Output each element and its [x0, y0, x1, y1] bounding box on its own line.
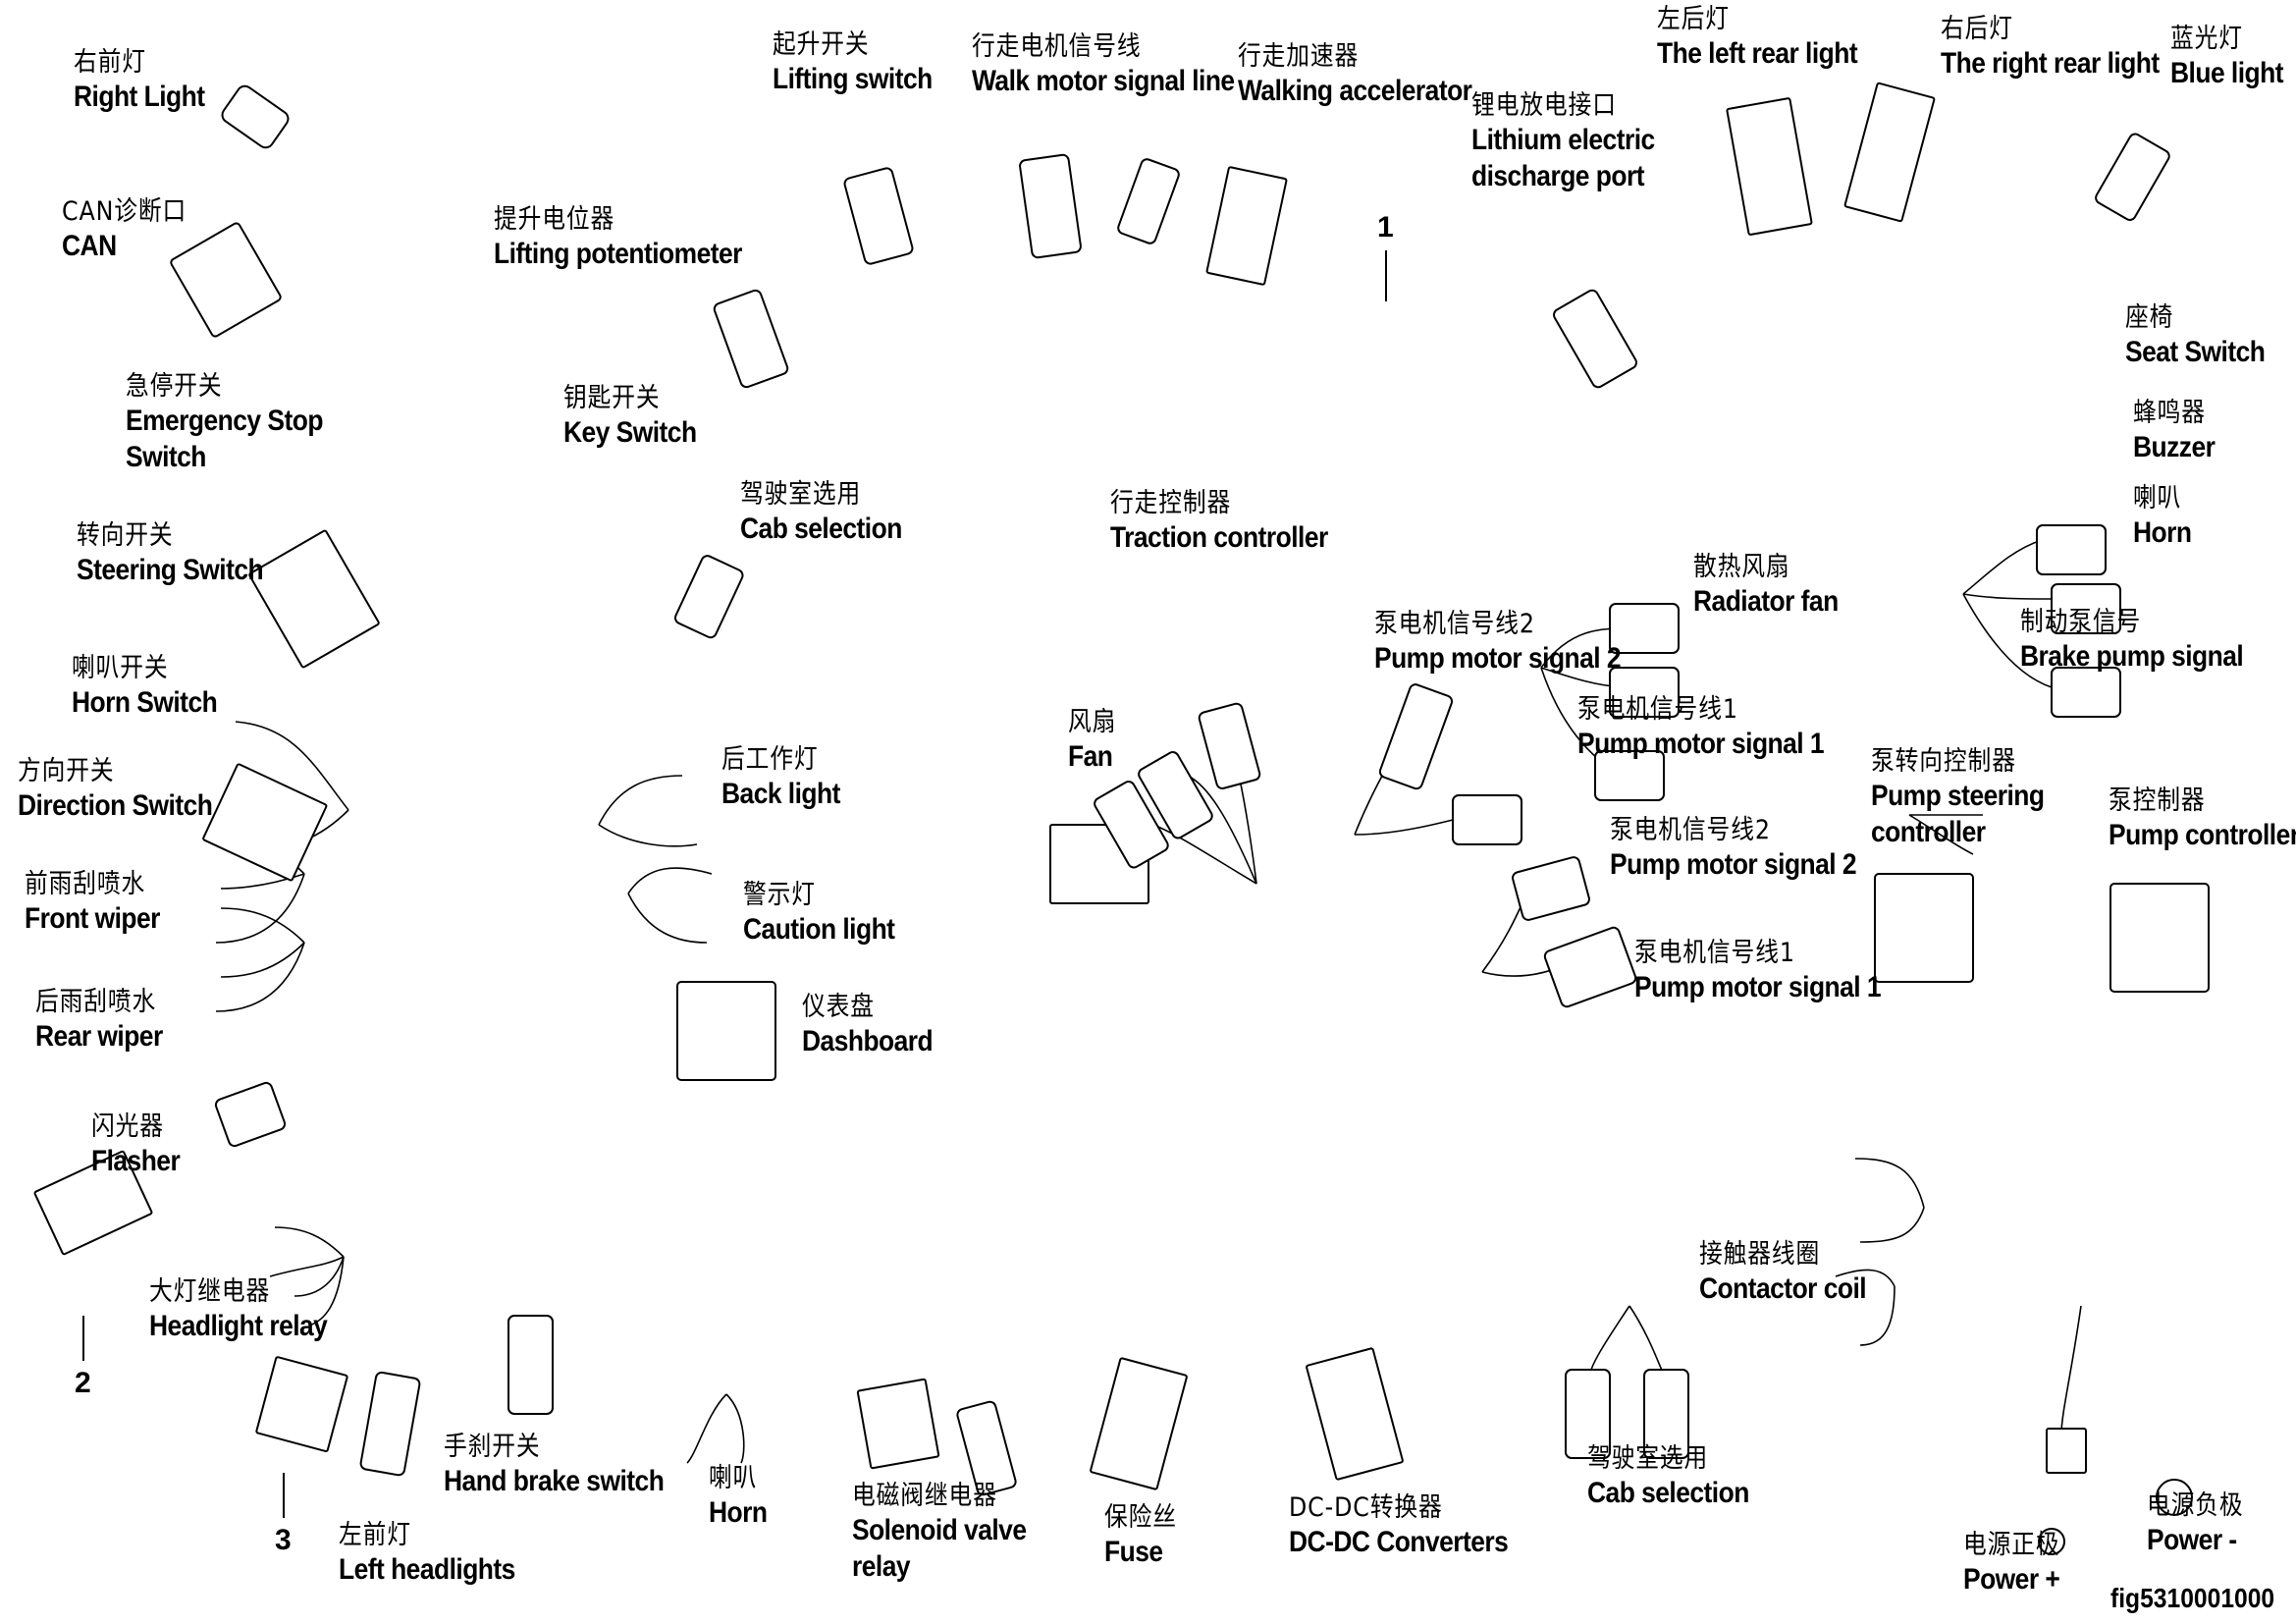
label-hand-brake-switch: 手刹开关 Hand brake switch [444, 1432, 665, 1497]
walk-motor-signal-connector-a [1019, 153, 1082, 259]
label-buzzer: 蜂鸣器 Buzzer [2133, 398, 2216, 463]
label-pump-controller: 泵控制器 Pump controller [2109, 785, 2296, 851]
radiator-fan-connector-a [1609, 603, 1680, 654]
label-pump-motor-signal-2-top: 泵电机信号线2 Pump motor signal 2 [1374, 609, 1622, 675]
label-flasher: 闪光器 Flasher [91, 1111, 181, 1177]
can-connector [170, 222, 282, 338]
label-rear-wiper: 后雨刮喷水 Rear wiper [35, 987, 163, 1053]
pump-motor-signal-2-bottom-connector [1512, 856, 1590, 921]
cab-selection-bottom-connector-b [1643, 1369, 1689, 1459]
label-pump-motor-signal-2-bottom: 泵电机信号线2 Pump motor signal 2 [1610, 815, 1857, 881]
left-rear-light-connector [1726, 97, 1813, 236]
lifting-potentiometer-connector [713, 289, 789, 389]
label-lithium-discharge-port: 锂电放电接口 Lithium electric discharge port [1471, 90, 1655, 192]
headlight-relay-unit [255, 1356, 348, 1453]
power-negative-ring-terminal [2156, 1479, 2193, 1516]
callout-number-3: 3 [275, 1524, 292, 1556]
label-pump-motor-signal-1-bottom: 泵电机信号线1 Pump motor signal 1 [1634, 938, 1882, 1003]
label-traction-controller: 行走控制器 Traction controller [1110, 488, 1328, 554]
label-right-rear-light: 右后灯 The right rear light [1941, 14, 2160, 80]
right-light-connector [221, 84, 290, 149]
buzzer-connector [2051, 583, 2121, 634]
label-caution-light: 警示灯 Caution light [743, 880, 895, 946]
lifting-switch-connector [843, 167, 914, 265]
pump-motor-signal-1-bottom-connector [1543, 926, 1637, 1008]
radiator-fan-connector-b [1609, 667, 1680, 718]
label-key-switch: 钥匙开关 Key Switch [563, 383, 697, 449]
label-solenoid-valve-relay: 电磁阀继电器 Solenoid valve relay [852, 1481, 1027, 1583]
pump-motor-signal-2-top-connector [1378, 683, 1454, 790]
connectors [33, 81, 2210, 1555]
dc-dc-converters-connector [1306, 1347, 1404, 1481]
callout-number-2: 2 [75, 1367, 91, 1399]
label-blue-light: 蓝光灯 Blue light [2170, 24, 2284, 89]
radiator-fan-connector-c [1594, 750, 1665, 801]
label-steering-switch: 转向开关 Steering Switch [77, 520, 264, 586]
direction-switch-connector [202, 763, 328, 882]
callout-leader-2 [82, 1316, 84, 1361]
power-positive-ring-terminal [2038, 1528, 2065, 1555]
label-contactor-coil: 接触器线圈 Contactor coil [1699, 1239, 1867, 1305]
label-fan: 风扇 Fan [1068, 707, 1117, 773]
flasher-unit [33, 1150, 153, 1256]
cab-selection-bottom-connector-a [1565, 1369, 1611, 1459]
label-emergency-stop-switch: 急停开关 Emergency Stop Switch [126, 371, 323, 473]
label-back-light: 后工作灯 Back light [721, 744, 840, 810]
label-fuse: 保险丝 Fuse [1104, 1502, 1177, 1568]
label-pump-steering-controller: 泵转向控制器 Pump steering controller [1871, 746, 2045, 848]
label-power-negative: 电源负极 Power - [2147, 1490, 2244, 1556]
label-direction-switch: 方向开关 Direction Switch [18, 756, 213, 822]
label-can: CAN诊断口 CAN [62, 196, 187, 262]
seat-switch-connector [2036, 524, 2107, 575]
pump-steering-controller-connector [1874, 873, 1974, 983]
label-power-positive: 电源正极 Power + [1963, 1530, 2060, 1596]
label-cab-selection-top: 驾驶室选用 Cab selection [740, 479, 902, 545]
callout-leader-3 [283, 1473, 285, 1518]
pump-controller-connector [2109, 883, 2210, 993]
label-brake-pump-signal: 制动泵信号 Brake pump signal [2020, 607, 2244, 673]
label-lifting-switch: 起升开关 Lifting switch [773, 29, 933, 95]
left-headlights-connector [359, 1371, 421, 1477]
label-front-wiper: 前雨刮喷水 Front wiper [25, 869, 160, 935]
label-walking-accelerator: 行走加速器 Walking accelerator [1238, 41, 1472, 107]
steering-switch-connector [248, 529, 380, 669]
power-positive-connector [2046, 1428, 2087, 1474]
fuse-connector [1090, 1357, 1188, 1490]
right-rear-light-connector [1843, 81, 1936, 223]
label-lifting-potentiometer: 提升电位器 Lifting potentiometer [494, 204, 742, 270]
solenoid-valve-relay-unit [856, 1378, 940, 1470]
label-horn-right: 喇叭 Horn [2133, 483, 2192, 549]
solenoid-valve-relay-connector [956, 1400, 1017, 1496]
label-cab-selection-bottom: 驾驶室选用 Cab selection [1587, 1443, 1749, 1509]
label-headlight-relay: 大灯继电器 Headlight relay [149, 1276, 328, 1342]
lithium-discharge-port-connector [1553, 289, 1637, 389]
label-horn-switch: 喇叭开关 Horn Switch [72, 653, 218, 719]
label-dc-dc-converters: DC-DC转换器 DC-DC Converters [1289, 1492, 1509, 1558]
cab-selection-top-connector [673, 555, 744, 639]
callout-number-1: 1 [1377, 211, 1394, 244]
figure-id: fig5310001000 [2110, 1583, 2275, 1613]
horn-right-connector [2051, 667, 2121, 718]
walking-accelerator-connector [1205, 166, 1288, 286]
label-seat-switch: 座椅 Seat Switch [2125, 302, 2266, 368]
blue-light-connector [2095, 133, 2170, 221]
flasher-connector [214, 1081, 287, 1148]
label-pump-motor-signal-1-top: 泵电机信号线1 Pump motor signal 1 [1577, 694, 1825, 760]
pump-motor-signal-1-top-connector [1452, 794, 1522, 845]
dashboard-connector [676, 981, 776, 1081]
label-right-light: 右前灯 Right Light [74, 47, 205, 113]
label-left-rear-light: 左后灯 The left rear light [1657, 4, 1858, 70]
label-horn-bottom: 喇叭 Horn [709, 1463, 768, 1529]
label-walk-motor-signal-line: 行走电机信号线 Walk motor signal line [972, 31, 1235, 97]
walk-motor-signal-connector-b [1117, 158, 1180, 244]
label-radiator-fan: 散热风扇 Radiator fan [1693, 552, 1839, 618]
callout-leader-1 [1385, 250, 1387, 301]
hand-brake-switch-connector [507, 1315, 554, 1415]
label-dashboard: 仪表盘 Dashboard [802, 992, 934, 1057]
fan-connector-b [1138, 751, 1213, 839]
label-left-headlights: 左前灯 Left headlights [339, 1520, 515, 1586]
fan-connector-c [1198, 702, 1261, 789]
fan-connector-a [1094, 781, 1169, 869]
